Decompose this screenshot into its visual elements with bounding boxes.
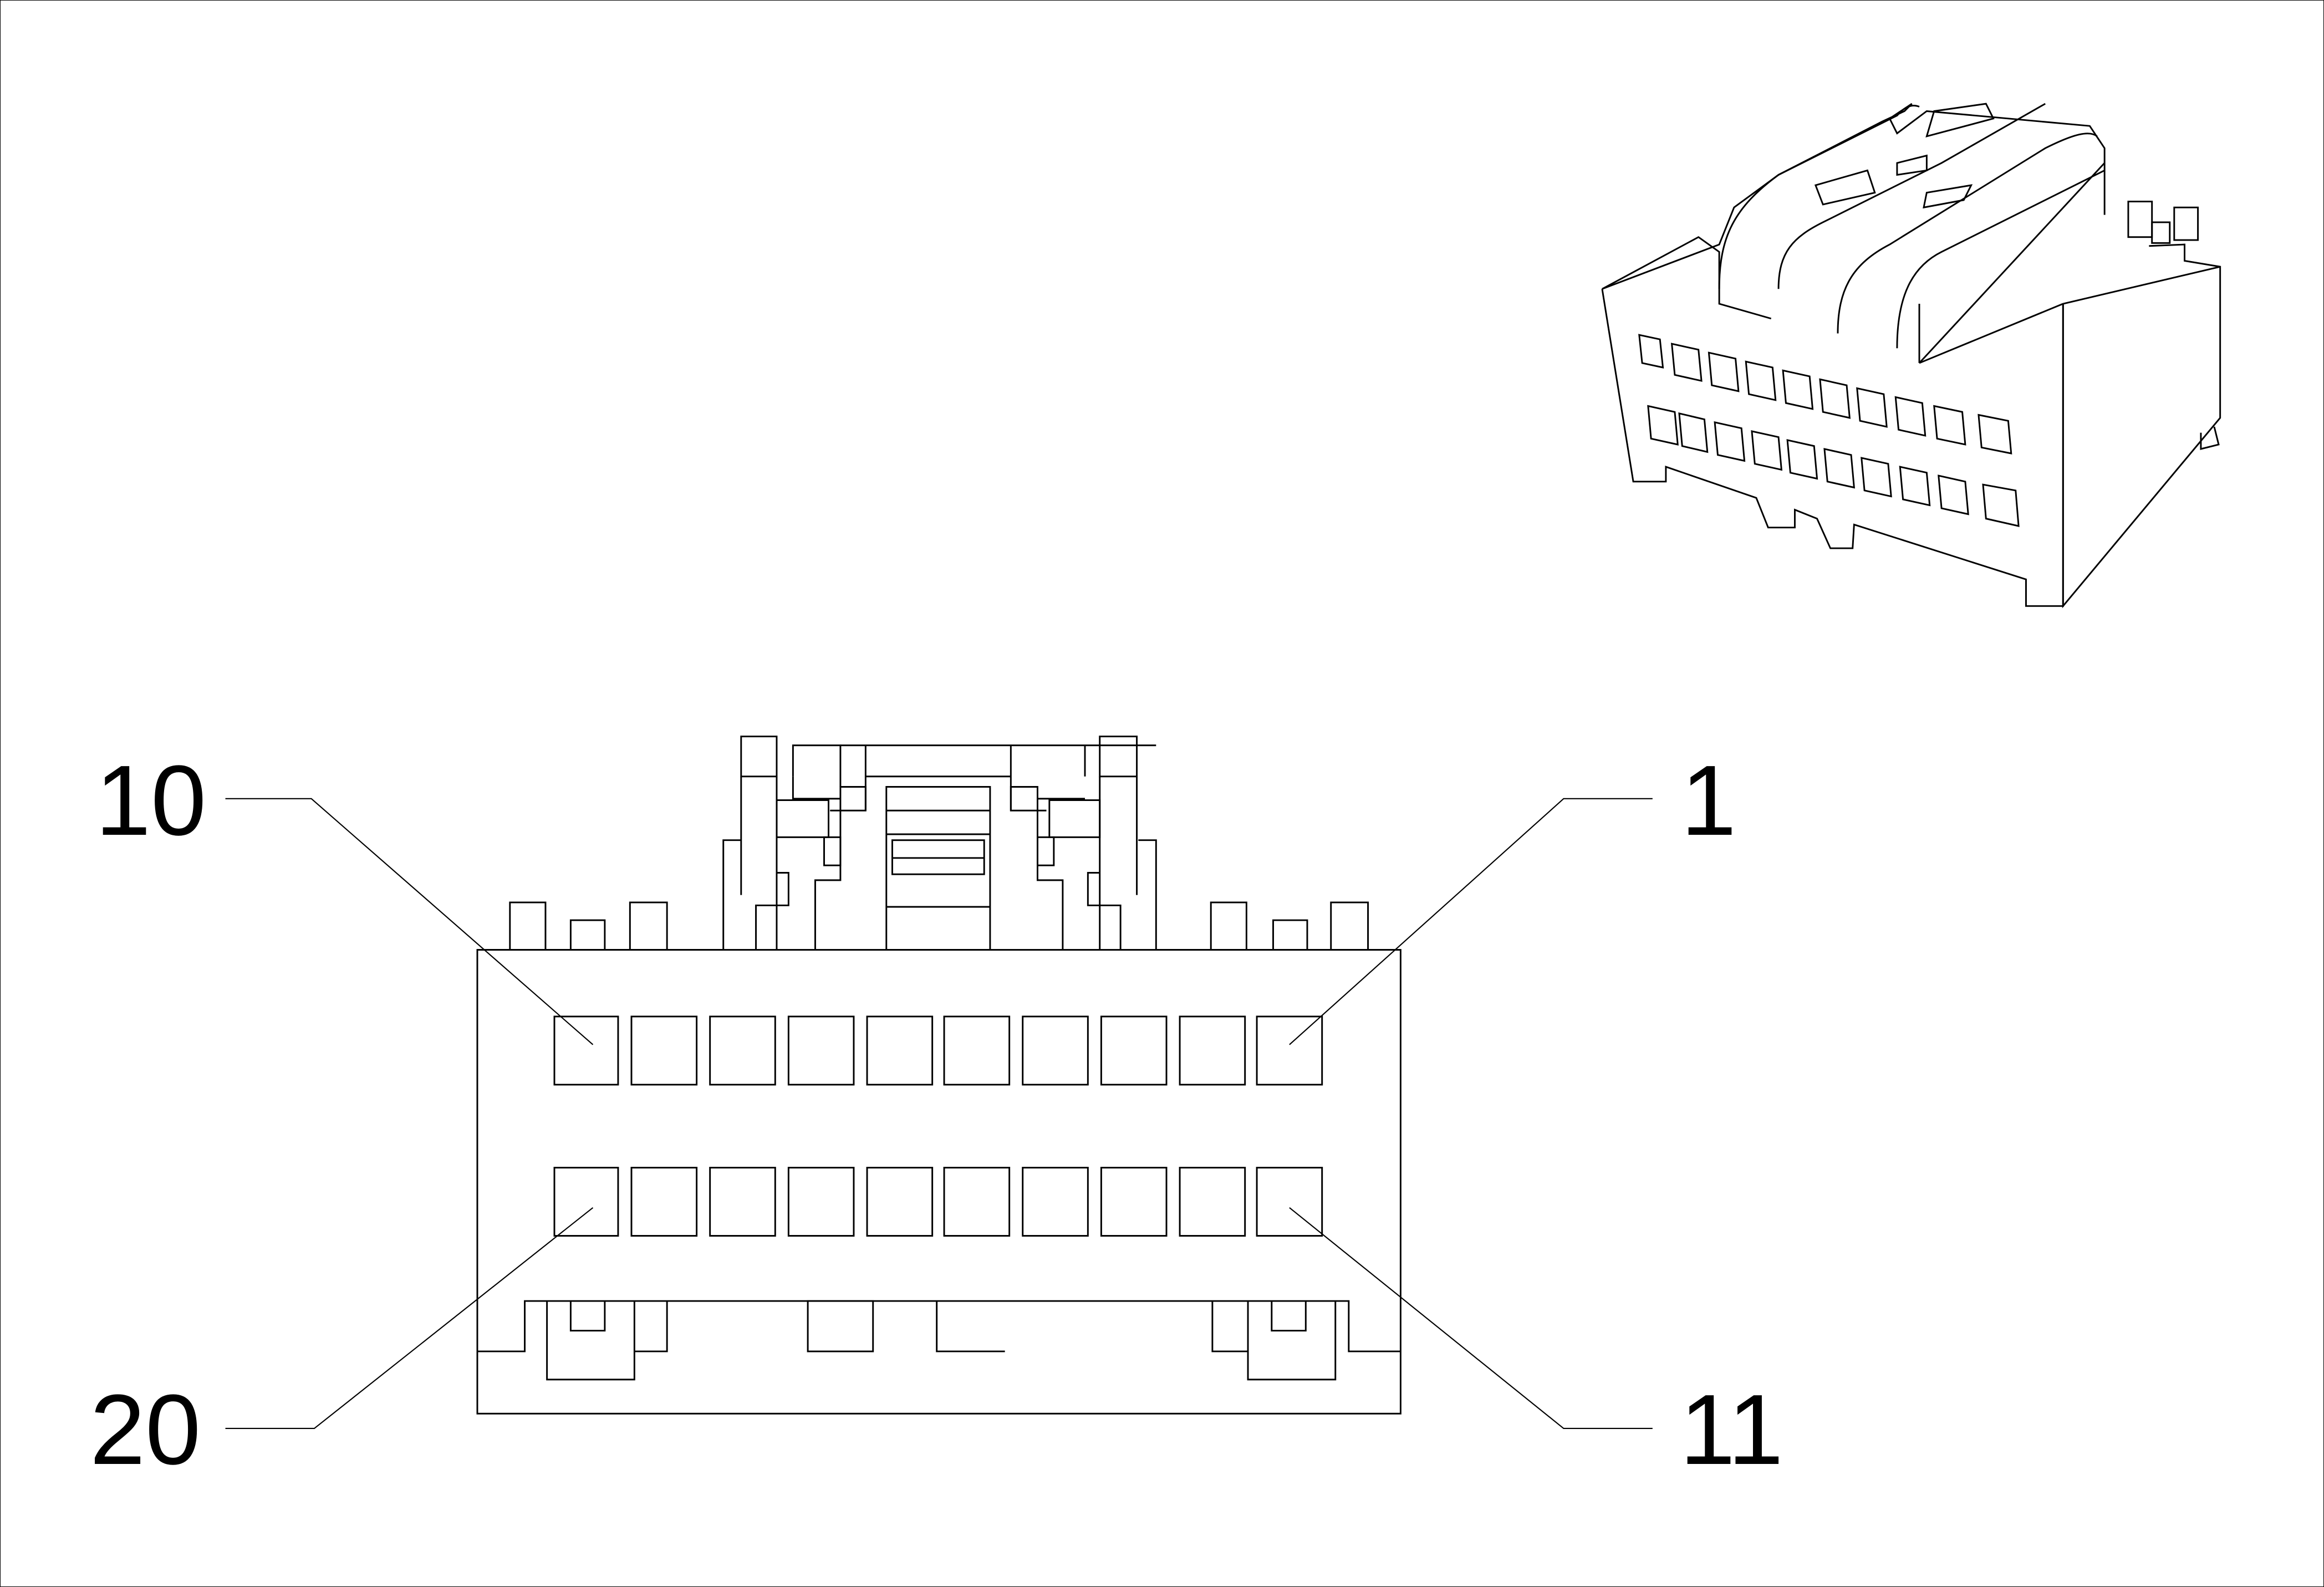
front-view xyxy=(476,736,1401,1415)
bottom-row-cavities xyxy=(553,1167,1323,1237)
leader-lines xyxy=(225,798,1653,1430)
pin-label-20: 20 xyxy=(90,1374,201,1486)
pin-label-1: 1 xyxy=(1681,745,1737,856)
pin-label-11: 11 xyxy=(1680,1374,1783,1486)
latch-center xyxy=(885,786,991,951)
top-row-cavities xyxy=(553,1016,1323,1086)
iso-top-cavities xyxy=(1638,334,2012,455)
housing-body xyxy=(476,949,1401,1415)
pin-label-10: 10 xyxy=(95,745,207,856)
iso-bottom-cavities xyxy=(1647,405,2020,527)
isometric-view xyxy=(1601,103,2221,609)
